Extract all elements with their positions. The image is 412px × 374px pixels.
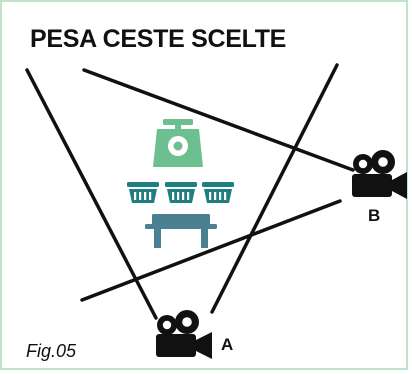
basket-icon [165,182,197,203]
table-icon [145,214,217,248]
diagram-title: PESA CESTE SCELTE [30,25,287,53]
basket-icon [202,182,234,203]
camera-b-icon [352,150,407,199]
scale-icon [153,119,203,167]
camera-b-label: B [368,206,381,225]
camera-a-right-sight-line [210,63,339,314]
camera-a-icon [156,310,212,359]
basket-icon [127,182,159,203]
camera-a-label: A [221,335,234,354]
camera-b-bottom-sight-line [80,199,342,302]
camera-a-left-sight-line [25,68,158,320]
camera-a-sight-lines [25,63,339,320]
camera-b-top-sight-line [82,68,355,172]
figure-caption: Fig.05 [26,341,77,361]
camera-b-sight-lines [80,68,355,302]
